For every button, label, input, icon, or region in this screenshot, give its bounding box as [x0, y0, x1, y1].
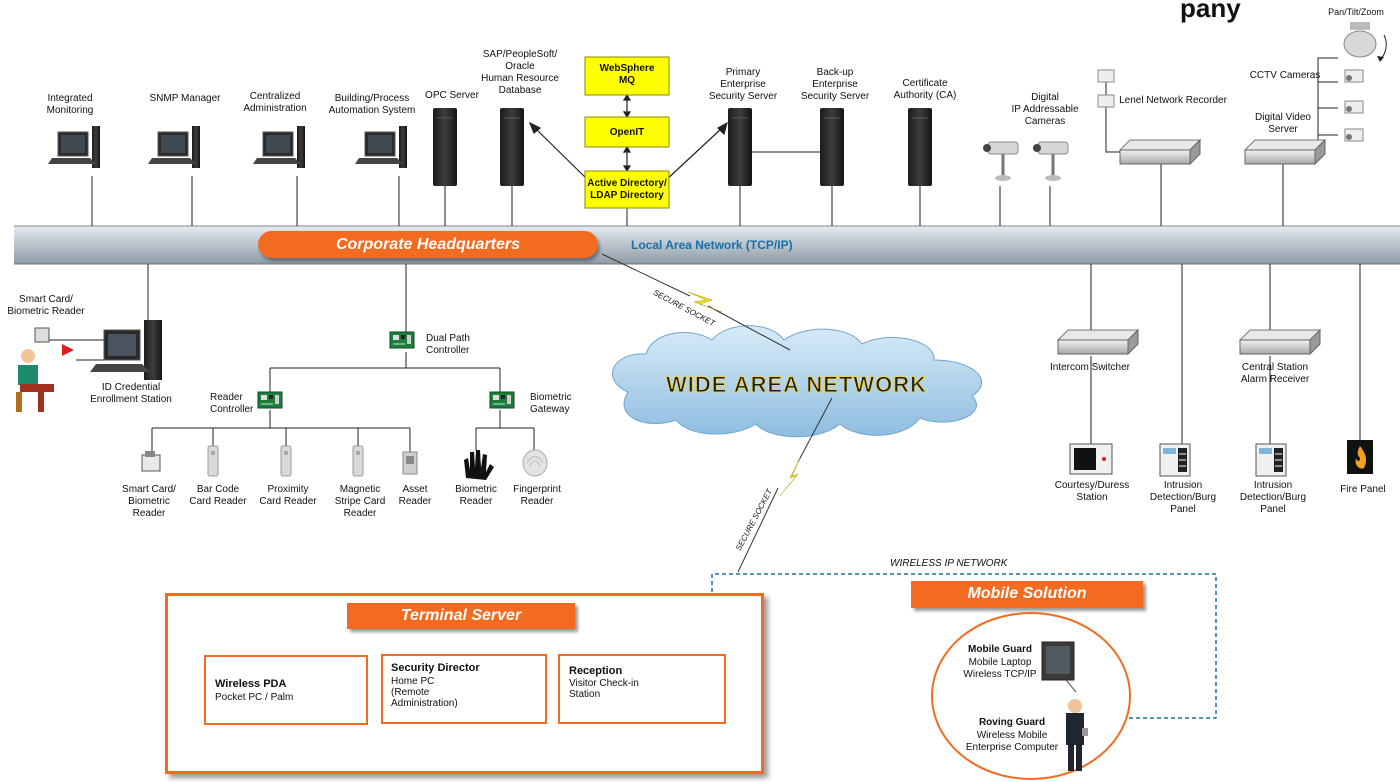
- network-recorder-icon: [1097, 69, 1201, 165]
- openit-label: OpenIT: [609, 127, 645, 138]
- proximity-label: Proximity Card Reader: [259, 484, 317, 507]
- smart-card-top-label: Smart Card/ Biometric Reader: [7, 294, 85, 317]
- certificate-authority-label: Certificate Authority (CA): [893, 78, 957, 101]
- lan-label: Local Area Network (TCP/IP): [631, 238, 793, 252]
- terminal-server-banner: Terminal Server: [347, 603, 575, 629]
- fingerprint-label: Fingerprint Reader: [513, 484, 561, 507]
- ip-cameras-label: Digital IP Addressable Cameras: [1011, 92, 1079, 127]
- id-credential-label: ID Credential Enrollment Station: [90, 382, 172, 405]
- title-fragment: pany: [1180, 0, 1241, 23]
- cctv-cameras-icon: [1344, 69, 1364, 142]
- fire-panel-icon: [1347, 440, 1373, 474]
- fire-panel-label: Fire Panel: [1340, 484, 1386, 495]
- wireless-network-link: [711, 573, 1217, 719]
- courtesy-label: Courtesy/Duress Station: [1054, 480, 1130, 503]
- intrusion-panel-2-icon: [1255, 443, 1287, 477]
- intrusion-1-label: Intrusion Detection/Burg Panel: [1149, 480, 1217, 515]
- reception-box: Reception Visitor Check-in Station: [558, 654, 726, 724]
- asset-reader-icon: [402, 451, 418, 475]
- reception-subtitle: Visitor Check-in Station: [569, 678, 639, 700]
- secure-socket-links: [601, 253, 833, 573]
- proximity-reader-icon: [280, 445, 292, 477]
- websphere-label: WebSphere MQ: [599, 63, 655, 86]
- intercom-label: Intercom Switcher: [1049, 362, 1131, 373]
- wireless-pda-box: Wireless PDA Pocket PC / Palm: [204, 655, 368, 725]
- certificate-authority-icon: [907, 107, 933, 187]
- wan-cloud: [611, 325, 983, 438]
- fingerprint-reader-icon: [522, 449, 548, 477]
- video-server-label: Digital Video Server: [1255, 112, 1311, 135]
- magnetic-stripe-reader-icon: [352, 445, 364, 477]
- director-title: Security Director: [391, 662, 480, 674]
- director-subtitle: Home PC (Remote Administration): [391, 676, 458, 709]
- reader-controller-label: Reader Controller: [210, 392, 254, 415]
- ip-camera-1-icon: [981, 140, 1020, 183]
- ip-camera-2-icon: [1031, 140, 1070, 183]
- opc-server-icon: [432, 107, 458, 187]
- primary-server-label: Primary Enterprise Security Server: [708, 67, 778, 102]
- reader-controller-icon: [257, 391, 283, 409]
- ad-arrows: [528, 93, 728, 183]
- centralized-admin-label: Centralized Administration: [243, 91, 307, 114]
- backup-server-label: Back-up Enterprise Security Server: [800, 67, 870, 102]
- intercom-switcher-icon: [1057, 329, 1139, 355]
- ptz-camera-icon: [1343, 22, 1387, 62]
- snmp-manager-pc-icon: [147, 125, 201, 169]
- asset-label: Asset Reader: [398, 484, 432, 507]
- biometric-gateway-icon: [489, 391, 515, 409]
- security-director-box: Security Director Home PC (Remote Admini…: [381, 654, 547, 724]
- integrated-monitoring-label: Integrated Monitoring: [46, 93, 94, 116]
- biometric-reader-label: Biometric Reader: [455, 484, 497, 507]
- intrusion-2-label: Intrusion Detection/Burg Panel: [1239, 480, 1307, 515]
- dual-path-label: Dual Path Controller: [426, 333, 470, 356]
- opc-server-label: OPC Server: [425, 90, 479, 101]
- mobile-guard-subtitle: Mobile Laptop Wireless TCP/IP: [963, 657, 1037, 680]
- hand-reader-icon: [464, 450, 494, 480]
- network-recorder-label: Lenel Network Recorder: [1119, 95, 1227, 106]
- pan-tilt-zoom-label: Pan/Tilt/Zoom: [1328, 7, 1384, 17]
- middleware-stack: [584, 56, 670, 209]
- backup-server-icon: [819, 107, 845, 187]
- magnetic-label: Magnetic Stripe Card Reader: [334, 484, 386, 519]
- smart-card-reader-icon: [141, 451, 161, 472]
- central-station-label: Central Station Alarm Receiver: [1240, 362, 1310, 385]
- integrated-monitoring-pc-icon: [47, 125, 101, 169]
- active-directory-label: Active Directory/ LDAP Directory: [587, 178, 667, 201]
- hr-database-label: SAP/PeopleSoft/ Oracle Human Resource Da…: [481, 49, 559, 96]
- smart-card-bottom-label: Smart Card/ Biometric Reader: [122, 484, 176, 519]
- roving-guard-title: Roving Guard: [978, 717, 1046, 728]
- video-server-icon: [1244, 139, 1326, 165]
- wan-label: WIDE AREA NETWORK: [665, 372, 928, 398]
- corporate-headquarters-banner: Corporate Headquarters: [258, 231, 598, 258]
- snmp-manager-label: SNMP Manager: [149, 93, 221, 104]
- right-branch-lines: [1090, 264, 1361, 444]
- lan-backbone: [14, 225, 1400, 265]
- roving-guard-subtitle: Wireless Mobile Enterprise Computer: [965, 730, 1059, 753]
- primary-server-icon: [727, 107, 753, 187]
- reception-title: Reception: [569, 665, 623, 677]
- bar-code-reader-icon: [207, 445, 219, 477]
- courtesy-station-icon: [1069, 443, 1113, 475]
- mobile-guard-title: Mobile Guard: [968, 644, 1032, 655]
- dual-path-controller-icon: [389, 331, 415, 349]
- top-connectors: [91, 57, 1338, 226]
- wireless-network-label: WIRELESS IP NETWORK: [890, 558, 1008, 569]
- building-automation-pc-icon: [354, 125, 408, 169]
- biometric-gateway-label: Biometric Gateway: [530, 392, 572, 415]
- lightning-bolts: [687, 291, 801, 497]
- left-branch-lines: [48, 264, 535, 452]
- pda-subtitle: Pocket PC / Palm: [215, 692, 294, 703]
- building-automation-label: Building/Process Automation System: [328, 93, 416, 116]
- pda-title: Wireless PDA: [215, 678, 287, 690]
- mobile-solution-banner: Mobile Solution: [911, 581, 1143, 608]
- centralized-admin-pc-icon: [252, 125, 306, 169]
- mobile-solution-circle: [931, 612, 1131, 780]
- enrollment-station-icon: [16, 320, 162, 412]
- bar-code-label: Bar Code Card Reader: [189, 484, 247, 507]
- alarm-receiver-icon: [1239, 329, 1321, 355]
- intrusion-panel-1-icon: [1159, 443, 1191, 477]
- hr-database-server-icon: [499, 107, 525, 187]
- cctv-cameras-label: CCTV Cameras: [1249, 70, 1321, 81]
